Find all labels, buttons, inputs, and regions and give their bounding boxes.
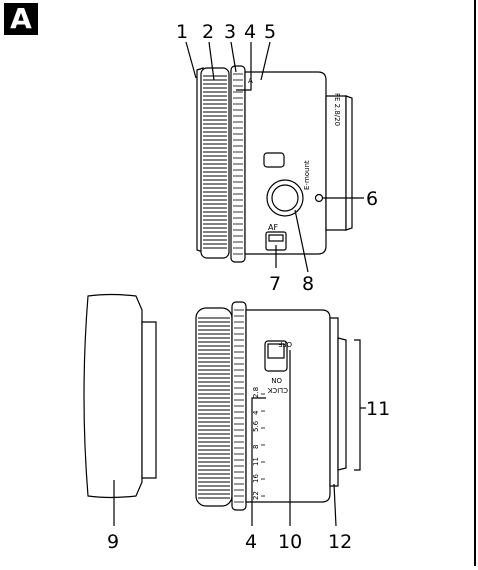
focus-ring <box>200 67 230 259</box>
aperture-scale-label: 2.8 <box>252 387 260 398</box>
leader-12 <box>333 483 337 527</box>
page-edge-rule <box>474 0 476 566</box>
aperture-ring-ridges <box>233 73 243 255</box>
aperture-scale-label: 5.6 <box>252 420 260 432</box>
leader-1 <box>185 41 197 79</box>
hood-tab <box>141 321 157 479</box>
focus-ring-ridges-2 <box>198 317 230 499</box>
rear-step-2 <box>329 317 339 487</box>
leader-11-bracket <box>354 339 361 471</box>
callout-2: 2 <box>202 21 214 43</box>
callout-labels: 1 2 3 4 5 6 7 8 9 4 10 11 12 <box>107 21 390 553</box>
callout-7: 7 <box>269 273 281 295</box>
aperture-scale: 2.8 4 5.6 8 11 16 22 <box>252 387 265 500</box>
aperture-scale-label: 16 <box>252 474 260 483</box>
leader-4-top <box>236 42 252 91</box>
click-label: CLICK <box>267 386 288 394</box>
click-on-label: ON <box>271 376 282 384</box>
hood-body <box>83 293 143 499</box>
mount-flange <box>345 95 353 231</box>
focus-hold-button-inner <box>271 184 299 212</box>
lens-top <box>196 65 353 263</box>
aperture-scale-label: 22 <box>252 491 260 500</box>
aperture-scale-label: 4 <box>252 410 260 415</box>
leader-3 <box>230 41 237 73</box>
callout-3: 3 <box>224 21 236 43</box>
af-mf-switch-slider <box>268 234 284 242</box>
af-label: AF <box>268 223 278 232</box>
mount-index-dot <box>314 193 324 203</box>
callout-8: 8 <box>302 273 314 295</box>
lens-body <box>244 71 327 255</box>
leader-lines <box>113 41 366 527</box>
callout-10: 10 <box>278 531 302 553</box>
callout-5: 5 <box>264 21 276 43</box>
rear-mount-2 <box>337 337 347 471</box>
aperture-scale-label: 8 <box>252 445 260 449</box>
callout-1: 1 <box>176 21 188 43</box>
window-mark <box>263 152 285 168</box>
lens-hood <box>83 293 157 499</box>
leader-4-bottom <box>251 397 266 526</box>
callout-4: 4 <box>244 21 256 43</box>
mount-label: E-mount <box>303 160 311 190</box>
focus-ring-ridges <box>203 75 227 249</box>
callout-11: 11 <box>366 398 390 420</box>
callout-12: 12 <box>328 531 352 553</box>
lens-body-2 <box>245 309 331 503</box>
lens-model-label: FE 2.8/20 <box>333 93 341 126</box>
aperture-ring-ridges-2 <box>234 309 244 503</box>
leader-8 <box>294 209 309 273</box>
callout-6: 6 <box>366 188 378 210</box>
figure-badge: A <box>4 3 38 35</box>
iris-click-slider <box>267 343 285 359</box>
leader-5 <box>260 41 271 81</box>
click-off-label: OFF <box>278 340 292 348</box>
aperture-scale-label: 11 <box>252 457 260 466</box>
leader-2 <box>208 41 215 81</box>
callout-4-bottom: 4 <box>245 531 257 553</box>
callout-9: 9 <box>107 531 119 553</box>
